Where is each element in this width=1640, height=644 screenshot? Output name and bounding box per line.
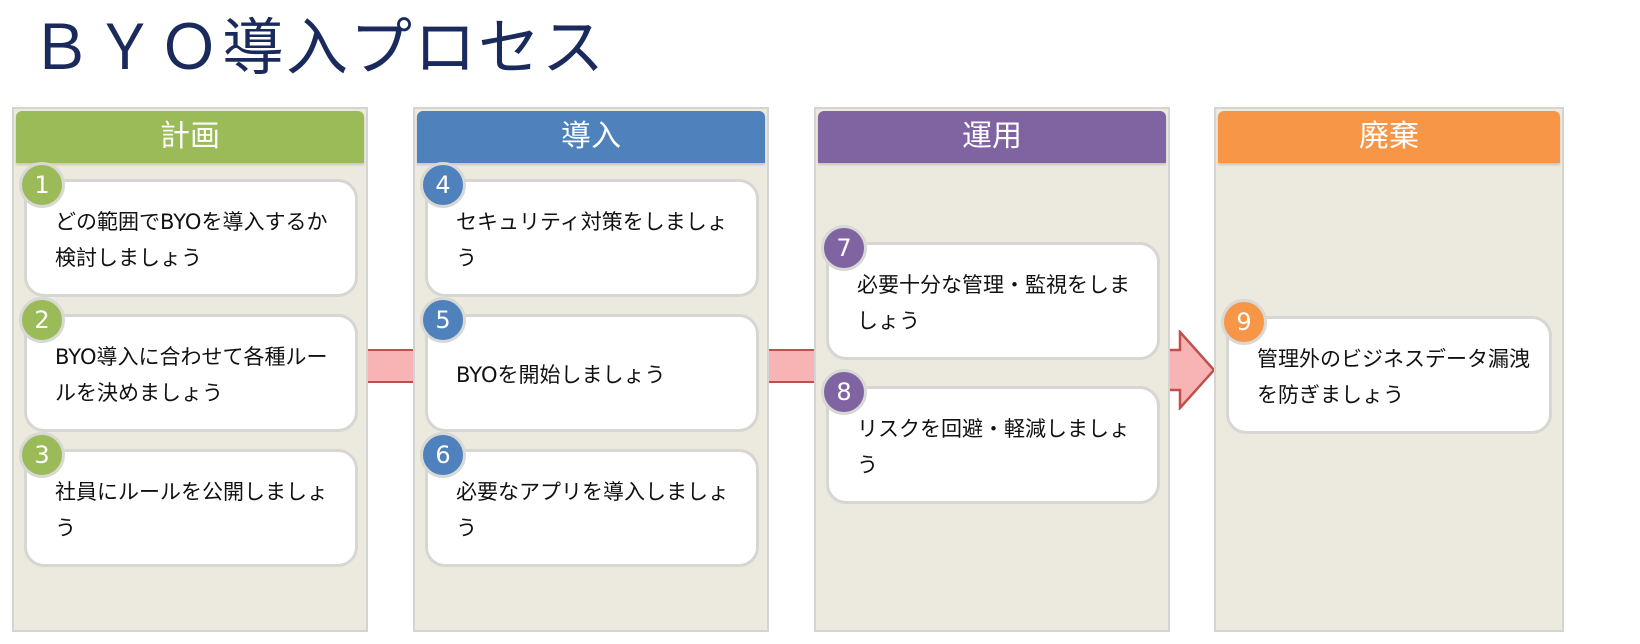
step-text: 必要なアプリを導入しましょう xyxy=(456,480,729,540)
step-text: リスクを回避・軽減しましょう xyxy=(857,417,1130,477)
step-card-1: 1 どの範囲でBYOを導入するか検討しましょう xyxy=(19,162,358,297)
phase-header: 運用 xyxy=(818,111,1166,163)
step-number-badge: 8 xyxy=(821,369,867,415)
page-title: ＢＹＯ導入プロセス xyxy=(30,11,607,84)
step-text: どの範囲でBYOを導入するか検討しましょう xyxy=(55,210,328,270)
step-card-6: 6 必要なアプリを導入しましょう xyxy=(420,432,759,567)
step-text: 社員にルールを公開しましょう xyxy=(55,480,328,540)
phase-dispose: 廃棄 9 管理外のビジネスデータ漏洩を防ぎましょう xyxy=(1214,107,1564,632)
step-number-badge: 3 xyxy=(19,432,65,478)
step-text: 必要十分な管理・監視をしましょう xyxy=(857,273,1130,333)
step-card-9: 9 管理外のビジネスデータ漏洩を防ぎましょう xyxy=(1221,299,1552,434)
step-number-badge: 6 xyxy=(420,432,466,478)
step-card-8: 8 リスクを回避・軽減しましょう xyxy=(821,369,1160,504)
phase-introduce: 導入 4 セキュリティ対策をしましょう 5 BYOを開始しましょう 6 必要なア… xyxy=(413,107,769,632)
step-card-5: 5 BYOを開始しましょう xyxy=(420,297,759,432)
phase-header: 廃棄 xyxy=(1218,111,1560,163)
step-text: BYO導入に合わせて各種ルールを決めましょう xyxy=(55,345,328,405)
step-number-badge: 4 xyxy=(420,162,466,208)
step-text: セキュリティ対策をしましょう xyxy=(456,210,728,270)
step-card-2: 2 BYO導入に合わせて各種ルールを決めましょう xyxy=(19,297,358,432)
step-number-badge: 5 xyxy=(420,297,466,343)
step-card-3: 3 社員にルールを公開しましょう xyxy=(19,432,358,567)
step-text: BYOを開始しましょう xyxy=(456,363,666,387)
step-card-7: 7 必要十分な管理・監視をしましょう xyxy=(821,225,1160,360)
phase-plan: 計画 1 どの範囲でBYOを導入するか検討しましょう 2 BYO導入に合わせて各… xyxy=(12,107,368,632)
step-text: 管理外のビジネスデータ漏洩を防ぎましょう xyxy=(1257,347,1530,407)
phase-header: 導入 xyxy=(417,111,765,163)
step-number-badge: 1 xyxy=(19,162,65,208)
step-number-badge: 7 xyxy=(821,225,867,271)
step-number-badge: 2 xyxy=(19,297,65,343)
step-card-4: 4 セキュリティ対策をしましょう xyxy=(420,162,759,297)
step-number-badge: 9 xyxy=(1221,299,1267,345)
phase-header: 計画 xyxy=(16,111,364,163)
phase-operate: 運用 7 必要十分な管理・監視をしましょう 8 リスクを回避・軽減しましょう xyxy=(814,107,1170,632)
